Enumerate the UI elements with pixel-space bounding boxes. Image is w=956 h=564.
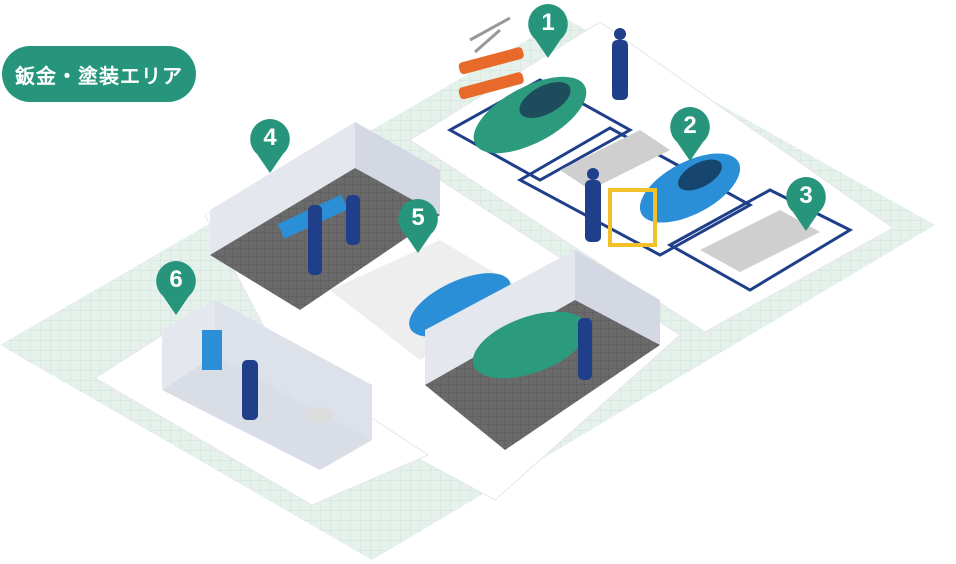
zone-pin-4[interactable]: 4 [248, 117, 292, 175]
lift-plate [700, 210, 820, 272]
booth-4 [210, 122, 440, 310]
worker [585, 28, 628, 242]
pin-label: 2 [683, 112, 697, 139]
pin-label: 1 [541, 9, 555, 36]
pin-label: 4 [263, 124, 277, 151]
car-blue-bay2 [608, 153, 741, 247]
car-green-bay1 [473, 76, 587, 154]
pin-label: 3 [799, 182, 813, 209]
paint-mixing-room-6 [162, 300, 372, 470]
zone-pin-6[interactable]: 6 [154, 259, 198, 317]
map-pin-icon [250, 119, 290, 173]
booth-5 [330, 240, 660, 450]
map-pin-icon [670, 107, 710, 161]
infrared-heater [458, 16, 524, 100]
map-pin-icon [156, 261, 196, 315]
zone-pin-3[interactable]: 3 [784, 175, 828, 233]
map-pin-icon [398, 199, 438, 253]
zone-pin-5[interactable]: 5 [396, 197, 440, 255]
zone-pin-2[interactable]: 2 [668, 105, 712, 163]
pin-label: 6 [169, 266, 183, 293]
zone-pin-1[interactable]: 1 [526, 2, 570, 60]
area-label: 鈑金・塗装エリア [2, 46, 196, 102]
map-pin-icon [528, 4, 568, 58]
pin-label: 5 [411, 204, 425, 231]
map-pin-icon [786, 177, 826, 231]
